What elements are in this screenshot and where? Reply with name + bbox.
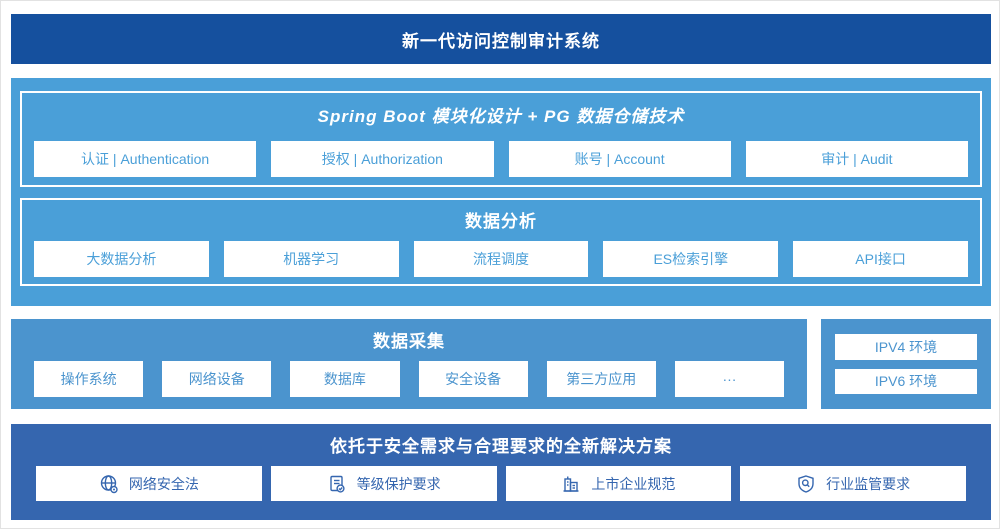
analysis-title: 数据分析 (465, 212, 537, 231)
source-database: 数据库 (290, 361, 400, 397)
env-ipv6: IPV6 环境 (835, 368, 977, 394)
solution-item-label: 行业监管要求 (826, 475, 911, 492)
module-audit: 审计 | Audit (745, 141, 968, 177)
solution-listed-company: 上市企业规范 (505, 466, 732, 501)
framework-module-row: 认证 | Authentication 授权 | Authorization 账… (22, 141, 980, 177)
module-machine-learning: 机器学习 (223, 241, 399, 277)
solution-title: 依托于安全需求与合理要求的全新解决方案 (330, 437, 672, 456)
solution-item-label: 等级保护要求 (356, 475, 441, 492)
collection-section: 数据采集 操作系统 网络设备 数据库 安全设备 第三方应用 ··· IPV4 环… (11, 319, 991, 409)
module-authentication: 认证 | Authentication (34, 141, 257, 177)
source-more-ellipsis: ··· (674, 361, 785, 397)
source-security-device: 安全设备 (418, 361, 528, 397)
framework-group: Spring Boot 模块化设计 + PG 数据仓储技术 认证 | Authe… (20, 91, 982, 187)
globe-icon (99, 474, 119, 494)
platform-section: Spring Boot 模块化设计 + PG 数据仓储技术 认证 | Authe… (11, 78, 991, 306)
module-bigdata-analysis: 大数据分析 (34, 241, 209, 277)
source-network-device: 网络设备 (162, 361, 272, 397)
source-operating-system: 操作系统 (34, 361, 144, 397)
analysis-group: 数据分析 大数据分析 机器学习 流程调度 ES检索引擎 API接口 (20, 198, 982, 286)
module-es-search-engine: ES检索引擎 (603, 241, 779, 277)
collection-title: 数据采集 (373, 332, 445, 351)
source-third-party-app: 第三方应用 (546, 361, 656, 397)
collection-source-row: 操作系统 网络设备 数据库 安全设备 第三方应用 ··· (11, 361, 807, 397)
solution-item-row: 网络安全法 等级保护要求 (11, 466, 991, 501)
solution-item-label: 网络安全法 (128, 475, 199, 492)
building-icon (561, 474, 581, 494)
module-api-interface: API接口 (793, 241, 968, 277)
system-title-banner: 新一代访问控制审计系统 (11, 14, 991, 64)
solution-network-security-law: 网络安全法 (36, 466, 262, 501)
analysis-module-row: 大数据分析 机器学习 流程调度 ES检索引擎 API接口 (22, 241, 980, 277)
framework-title: Spring Boot 模块化设计 + PG 数据仓储技术 (317, 107, 685, 126)
env-ipv4: IPV4 环境 (835, 334, 977, 360)
shield-search-icon (796, 474, 816, 494)
module-authorization: 授权 | Authorization (271, 141, 494, 177)
module-account: 账号 | Account (508, 141, 731, 177)
module-process-scheduling: 流程调度 (413, 241, 589, 277)
solution-section: 依托于安全需求与合理要求的全新解决方案 网络安全法 (11, 424, 991, 520)
solution-item-label: 上市企业规范 (591, 475, 676, 492)
solution-classified-protection: 等级保护要求 (270, 466, 497, 501)
collection-group: 数据采集 操作系统 网络设备 数据库 安全设备 第三方应用 ··· (11, 319, 807, 409)
document-check-icon (327, 474, 347, 494)
solution-industry-regulation: 行业监管要求 (740, 466, 966, 501)
system-title: 新一代访问控制审计系统 (402, 31, 600, 51)
environment-group: IPV4 环境 IPV6 环境 (821, 319, 991, 409)
